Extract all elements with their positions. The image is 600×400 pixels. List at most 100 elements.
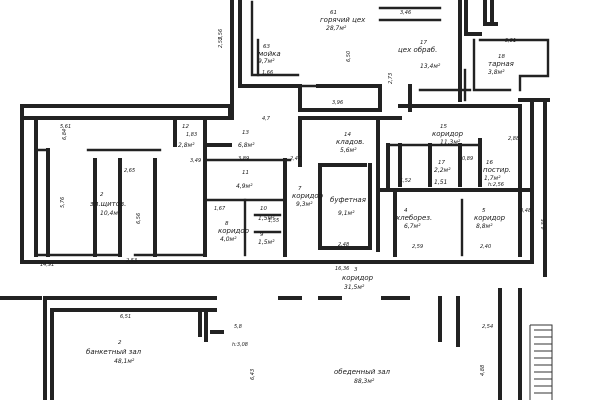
room-area-wash: 9,7м² xyxy=(258,58,275,65)
room-num-wash: 63 xyxy=(263,44,270,50)
walls xyxy=(0,0,550,400)
dim-3: 3,91 xyxy=(505,38,516,44)
room-num-13: 13 xyxy=(242,130,249,136)
dim-26: 14,91 xyxy=(40,262,54,268)
room-area-hot-shop: 28,7м² xyxy=(326,25,347,32)
room-area-dining: 88,3м² xyxy=(354,378,375,385)
dim-18: 2,40 xyxy=(480,244,491,250)
dim-38: 4,7 xyxy=(262,116,271,122)
room-area-corr15: 11,3м² xyxy=(440,139,461,146)
room-area-pantry: 3,8м² xyxy=(488,69,505,76)
dim-2: 2,56 xyxy=(218,29,224,40)
room-name-hot-shop: горячий цех xyxy=(320,16,366,24)
room-name-wash: мойка xyxy=(258,50,281,58)
dim-28: h:2,56 xyxy=(488,182,504,188)
room-name-dining: обеденный зал xyxy=(334,368,391,376)
dim-27: h:3,08 xyxy=(232,342,248,348)
room-area-guard: 1,7м² xyxy=(484,175,501,182)
dim-4: 5,61 xyxy=(60,124,71,130)
room-num-control: 2 xyxy=(100,192,104,198)
dim-30: 3,49 xyxy=(190,158,201,164)
room-area-12: 2,8м² xyxy=(178,142,195,149)
dim-7: 6,50 xyxy=(346,51,352,62)
dim-13: 1,55 xyxy=(268,218,279,224)
room-area-meat: 13,4м² xyxy=(420,63,441,70)
dim-12: 1,67 xyxy=(214,206,226,212)
dim-29: 2,73 xyxy=(388,73,394,84)
room-num-corr8: 8 xyxy=(225,221,229,227)
room-num-banquet: 2 xyxy=(118,340,122,346)
room-num-guard: 16 xyxy=(486,160,493,166)
room-name-bread: хлеборез. xyxy=(395,214,432,222)
dim-19: 16,36 xyxy=(335,266,349,272)
room-area-buffet: 9,1м² xyxy=(338,210,355,217)
dim-10: 6,56 xyxy=(136,213,142,224)
dim-21: 2,54 xyxy=(482,324,493,330)
room-name-pantry: тарная xyxy=(488,60,514,68)
room-area-13: 6,8м² xyxy=(238,142,255,149)
room-name-control: эл.щитов. xyxy=(90,200,126,208)
room-num-corr5: 5 xyxy=(482,208,486,214)
dim-9: 3,89 xyxy=(238,156,249,162)
dim-5: 3,96 xyxy=(332,100,343,106)
room-labels: 61 горячий цех 28,7м² 63 мойка 9,7м² 17 … xyxy=(86,10,514,385)
room-area-11: 4,9м² xyxy=(236,183,253,190)
room-num-meat: 17 xyxy=(420,40,427,46)
room-num-17b: 17 xyxy=(438,160,445,166)
dim-36: 2,65 xyxy=(124,168,135,174)
room-area-corr5: 8,8м² xyxy=(476,223,493,230)
room-name-buffet: буфетная xyxy=(330,196,366,204)
dim-6: 1,66 xyxy=(262,70,273,76)
room-name-meat: цех обраб. xyxy=(398,46,437,54)
room-area-17b: 2,2м² xyxy=(434,167,451,174)
room-name-storage: кладов. xyxy=(336,138,364,146)
dim-35: 2,55 xyxy=(218,37,224,48)
room-name-corr5: коридор xyxy=(474,214,506,222)
room-num-9: 9 xyxy=(260,232,264,238)
room-area-banquet: 48,1м² xyxy=(114,358,135,365)
room-num-pantry: 18 xyxy=(498,54,505,60)
stair xyxy=(529,324,553,400)
room-name-banquet: банкетный зал xyxy=(86,348,142,356)
dim-20: 6,51 xyxy=(120,314,131,320)
dim-11: 5,76 xyxy=(60,197,66,208)
room-area-storage: 5,6м² xyxy=(340,147,357,154)
room-name-corr7: коридор xyxy=(292,192,324,200)
room-num-12: 12 xyxy=(182,124,189,130)
room-area-9: 1,5м² xyxy=(258,239,275,246)
dim-25: 1,52 xyxy=(400,178,411,184)
room-num-storage: 14 xyxy=(344,132,351,138)
dim-17: 2,59 xyxy=(412,244,423,250)
dimensions: 3,46 2,56 3,91 5,61 3,96 1,66 6,50 1,83 … xyxy=(40,10,547,380)
room-num-bread: 4 xyxy=(404,208,408,214)
dim-1: 3,46 xyxy=(400,10,411,16)
room-num-corridor: 3 xyxy=(354,267,358,273)
dim-33: 0,89 xyxy=(462,156,473,162)
room-area-16b: 1,51 xyxy=(434,179,447,186)
room-area-control: 10,4м² xyxy=(100,210,121,217)
room-name-guard: постир. xyxy=(483,166,511,174)
room-area-corr7: 9,3м² xyxy=(296,201,313,208)
room-num-11: 11 xyxy=(242,170,249,176)
room-num-corr7: 7 xyxy=(298,186,302,192)
room-name-corr8: коридор xyxy=(218,227,250,235)
dim-15: 4,35 xyxy=(541,219,547,230)
room-num-10: 10 xyxy=(260,206,267,212)
room-area-corr8: 4,0м² xyxy=(220,236,237,243)
room-num-corr15: 15 xyxy=(440,124,447,130)
dim-32: 2,88 xyxy=(508,136,519,142)
dim-16: 2,48 xyxy=(338,242,349,248)
room-area-10: 1,5м² xyxy=(258,215,275,222)
dim-24: 2,53 xyxy=(126,258,137,264)
dim-14: 2,47 xyxy=(290,156,302,162)
room-name-corridor: коридор xyxy=(342,274,374,282)
room-name-corr15: коридор xyxy=(432,130,464,138)
room-area-bread: 6,7м² xyxy=(404,223,421,230)
room-area-corridor: 31,5м² xyxy=(344,284,365,291)
dim-37: 5,8 xyxy=(234,324,242,330)
dim-22: 6,43 xyxy=(250,369,256,380)
dim-8: 1,83 xyxy=(186,132,197,138)
dim-23: 4,88 xyxy=(480,365,486,376)
dim-31: 6,84 xyxy=(62,129,68,140)
